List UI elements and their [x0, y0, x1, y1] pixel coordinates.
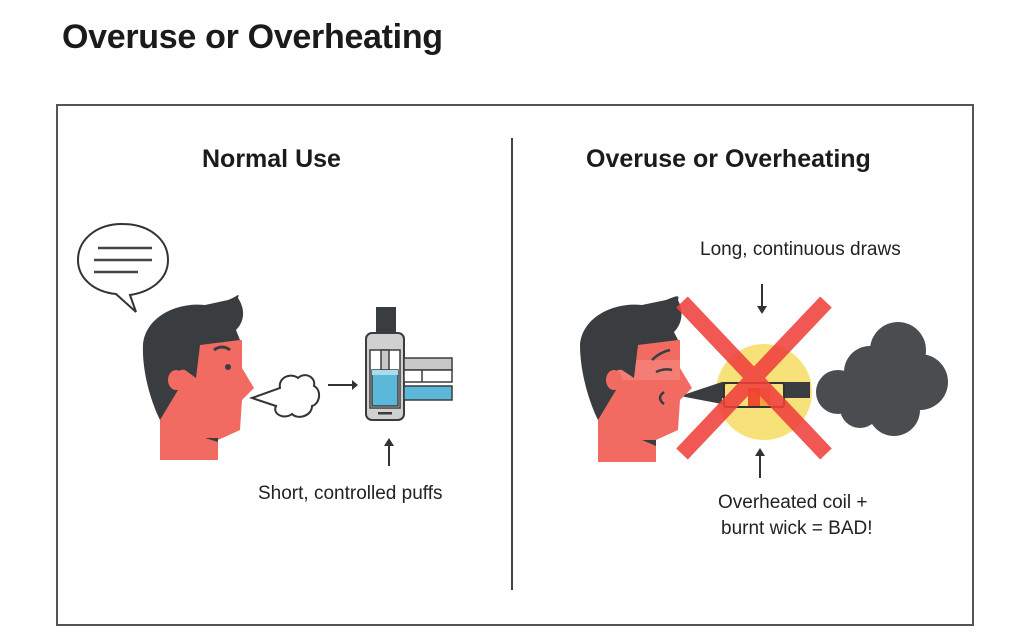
- right-bottom-caption-line1: Overheated coil +: [718, 492, 868, 513]
- arrow-right-icon: [328, 380, 358, 390]
- panel-divider: [511, 138, 513, 590]
- person-head-icon: [142, 294, 254, 460]
- arrow-up-icon: [384, 438, 394, 466]
- arrow-up-icon: [755, 448, 765, 478]
- arrow-down-icon: [757, 284, 767, 314]
- left-caption: Short, controlled puffs: [258, 483, 443, 504]
- red-x-icon: [676, 296, 832, 460]
- right-bottom-caption-line2: burnt wick = BAD!: [721, 518, 873, 539]
- vapor-puff-icon: [248, 374, 320, 418]
- person-head-strained-icon: [580, 296, 692, 462]
- vape-tank-icon: [365, 307, 453, 421]
- left-panel-title: Normal Use: [202, 145, 341, 173]
- right-panel-title: Overuse or Overheating: [586, 145, 871, 173]
- right-top-caption: Long, continuous draws: [700, 239, 901, 260]
- speech-bubble-icon: [76, 222, 170, 313]
- page-title: Overuse or Overheating: [62, 18, 443, 56]
- dark-smoke-cloud-icon: [816, 322, 948, 436]
